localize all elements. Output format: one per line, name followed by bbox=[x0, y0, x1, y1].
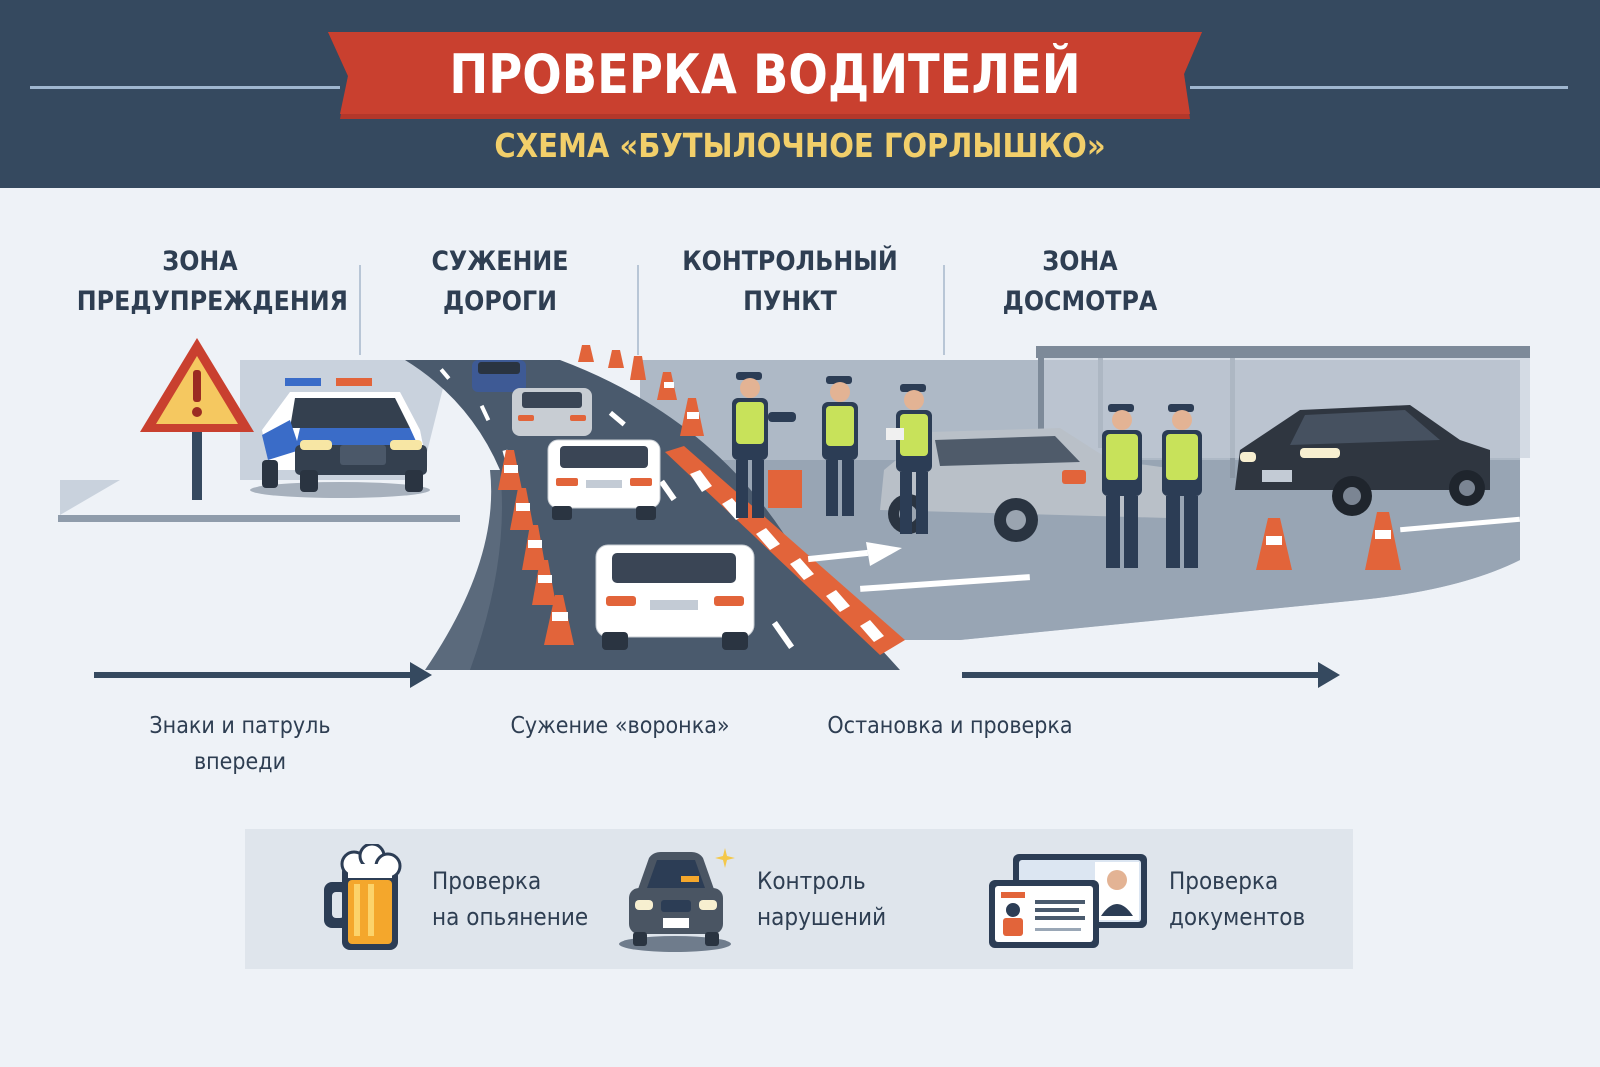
zone-label-inspection: ЗОНА ДОСМОТРА bbox=[974, 242, 1185, 322]
zone-label-line: ПРЕДУПРЕЖДЕНИЯ bbox=[76, 286, 348, 317]
flow-arrow-right bbox=[962, 662, 1340, 688]
header-rule-right bbox=[1190, 86, 1568, 89]
feature-label: Проверка на опьянение bbox=[432, 863, 588, 935]
id-documents-icon bbox=[989, 854, 1147, 948]
page-title: ПРОВЕРКА ВОДИТЕЛЕЙ bbox=[449, 42, 1081, 106]
beer-mug-icon bbox=[324, 844, 402, 950]
flow-caption-line: впереди bbox=[193, 749, 287, 775]
feature-documents-check: Проверка документов bbox=[985, 829, 1320, 969]
police-officer-icon bbox=[886, 384, 932, 534]
feature-violations-control: Контроль нарушений bbox=[613, 829, 900, 969]
flow-caption-warning: Знаки и патруль впереди bbox=[132, 708, 348, 780]
feature-label-line: Контроль bbox=[757, 867, 866, 895]
flow-caption-stop: Остановка и проверка bbox=[824, 708, 1076, 744]
page-subtitle: СХЕМА «БУТЫЛОЧНОЕ ГОРЛЫШКО» bbox=[494, 126, 1106, 165]
header-banner: ПРОВЕРКА ВОДИТЕЛЕЙ СХЕМА «БУТЫЛОЧНОЕ ГОР… bbox=[0, 0, 1600, 188]
cone-stack bbox=[768, 470, 802, 508]
flow-caption-line: Сужение «воронка» bbox=[510, 713, 730, 739]
zone-label-checkpoint: КОНТРОЛЬНЫЙ ПУНКТ bbox=[676, 242, 905, 322]
zone-label-narrowing: СУЖЕНИЕ ДОРОГИ bbox=[394, 242, 605, 322]
police-officer-icon bbox=[822, 376, 858, 516]
zone-separator bbox=[359, 265, 361, 355]
feature-label-line: Проверка bbox=[1169, 867, 1279, 895]
zone-label-line: ДОСМОТРА bbox=[1002, 286, 1158, 317]
flow-caption-line: Знаки и патруль bbox=[149, 713, 331, 739]
feature-label-line: Проверка bbox=[432, 867, 542, 895]
zone-label-line: ЗОНА bbox=[1042, 246, 1118, 277]
zone-label-line: ЗОНА bbox=[162, 246, 238, 277]
flow-caption-line: Остановка и проверка bbox=[827, 713, 1073, 739]
police-officer-icon bbox=[1162, 404, 1202, 568]
feature-label-line: на опьянение bbox=[432, 903, 589, 931]
direction-arrow-icon bbox=[807, 516, 1521, 592]
feature-label: Проверка документов bbox=[1169, 863, 1305, 935]
feature-label-line: документов bbox=[1169, 903, 1306, 931]
car-icon bbox=[512, 388, 592, 436]
police-officer-icon bbox=[1102, 404, 1142, 568]
feature-label: Контроль нарушений bbox=[757, 863, 886, 935]
car-icon bbox=[472, 360, 526, 392]
feature-label-line: нарушений bbox=[757, 903, 887, 931]
zone-label-line: СУЖЕНИЕ bbox=[431, 246, 569, 277]
zone-label-line: ДОРОГИ bbox=[442, 286, 557, 317]
zone-label-line: ПУНКТ bbox=[743, 286, 837, 317]
header-rule-left bbox=[30, 86, 340, 89]
zone-label-warning: ЗОНА ПРЕДУПРЕЖДЕНИЯ bbox=[76, 242, 348, 322]
police-officer-icon bbox=[732, 372, 796, 518]
flow-arrow-left bbox=[94, 662, 432, 688]
police-car-icon bbox=[250, 378, 430, 498]
warning-sign-icon bbox=[140, 338, 254, 500]
zone-separator bbox=[637, 265, 639, 355]
ribbon-shape-icon bbox=[328, 32, 1202, 119]
car-icon bbox=[1235, 405, 1490, 516]
zone-separator bbox=[943, 265, 945, 355]
flow-caption-funnel: Сужение «воронка» bbox=[503, 708, 737, 744]
car-front-icon bbox=[619, 848, 735, 952]
checkpoint-scene bbox=[58, 338, 1530, 688]
zone-label-line: КОНТРОЛЬНЫЙ bbox=[682, 246, 898, 277]
car-icon bbox=[547, 439, 661, 520]
title-ribbon: ПРОВЕРКА ВОДИТЕЛЕЙ bbox=[328, 32, 1202, 119]
car-icon bbox=[595, 544, 755, 650]
features-bar: Проверка на опьянение Контроль нарушений bbox=[245, 829, 1353, 969]
feature-sobriety-check: Проверка на опьянение bbox=[320, 829, 606, 969]
